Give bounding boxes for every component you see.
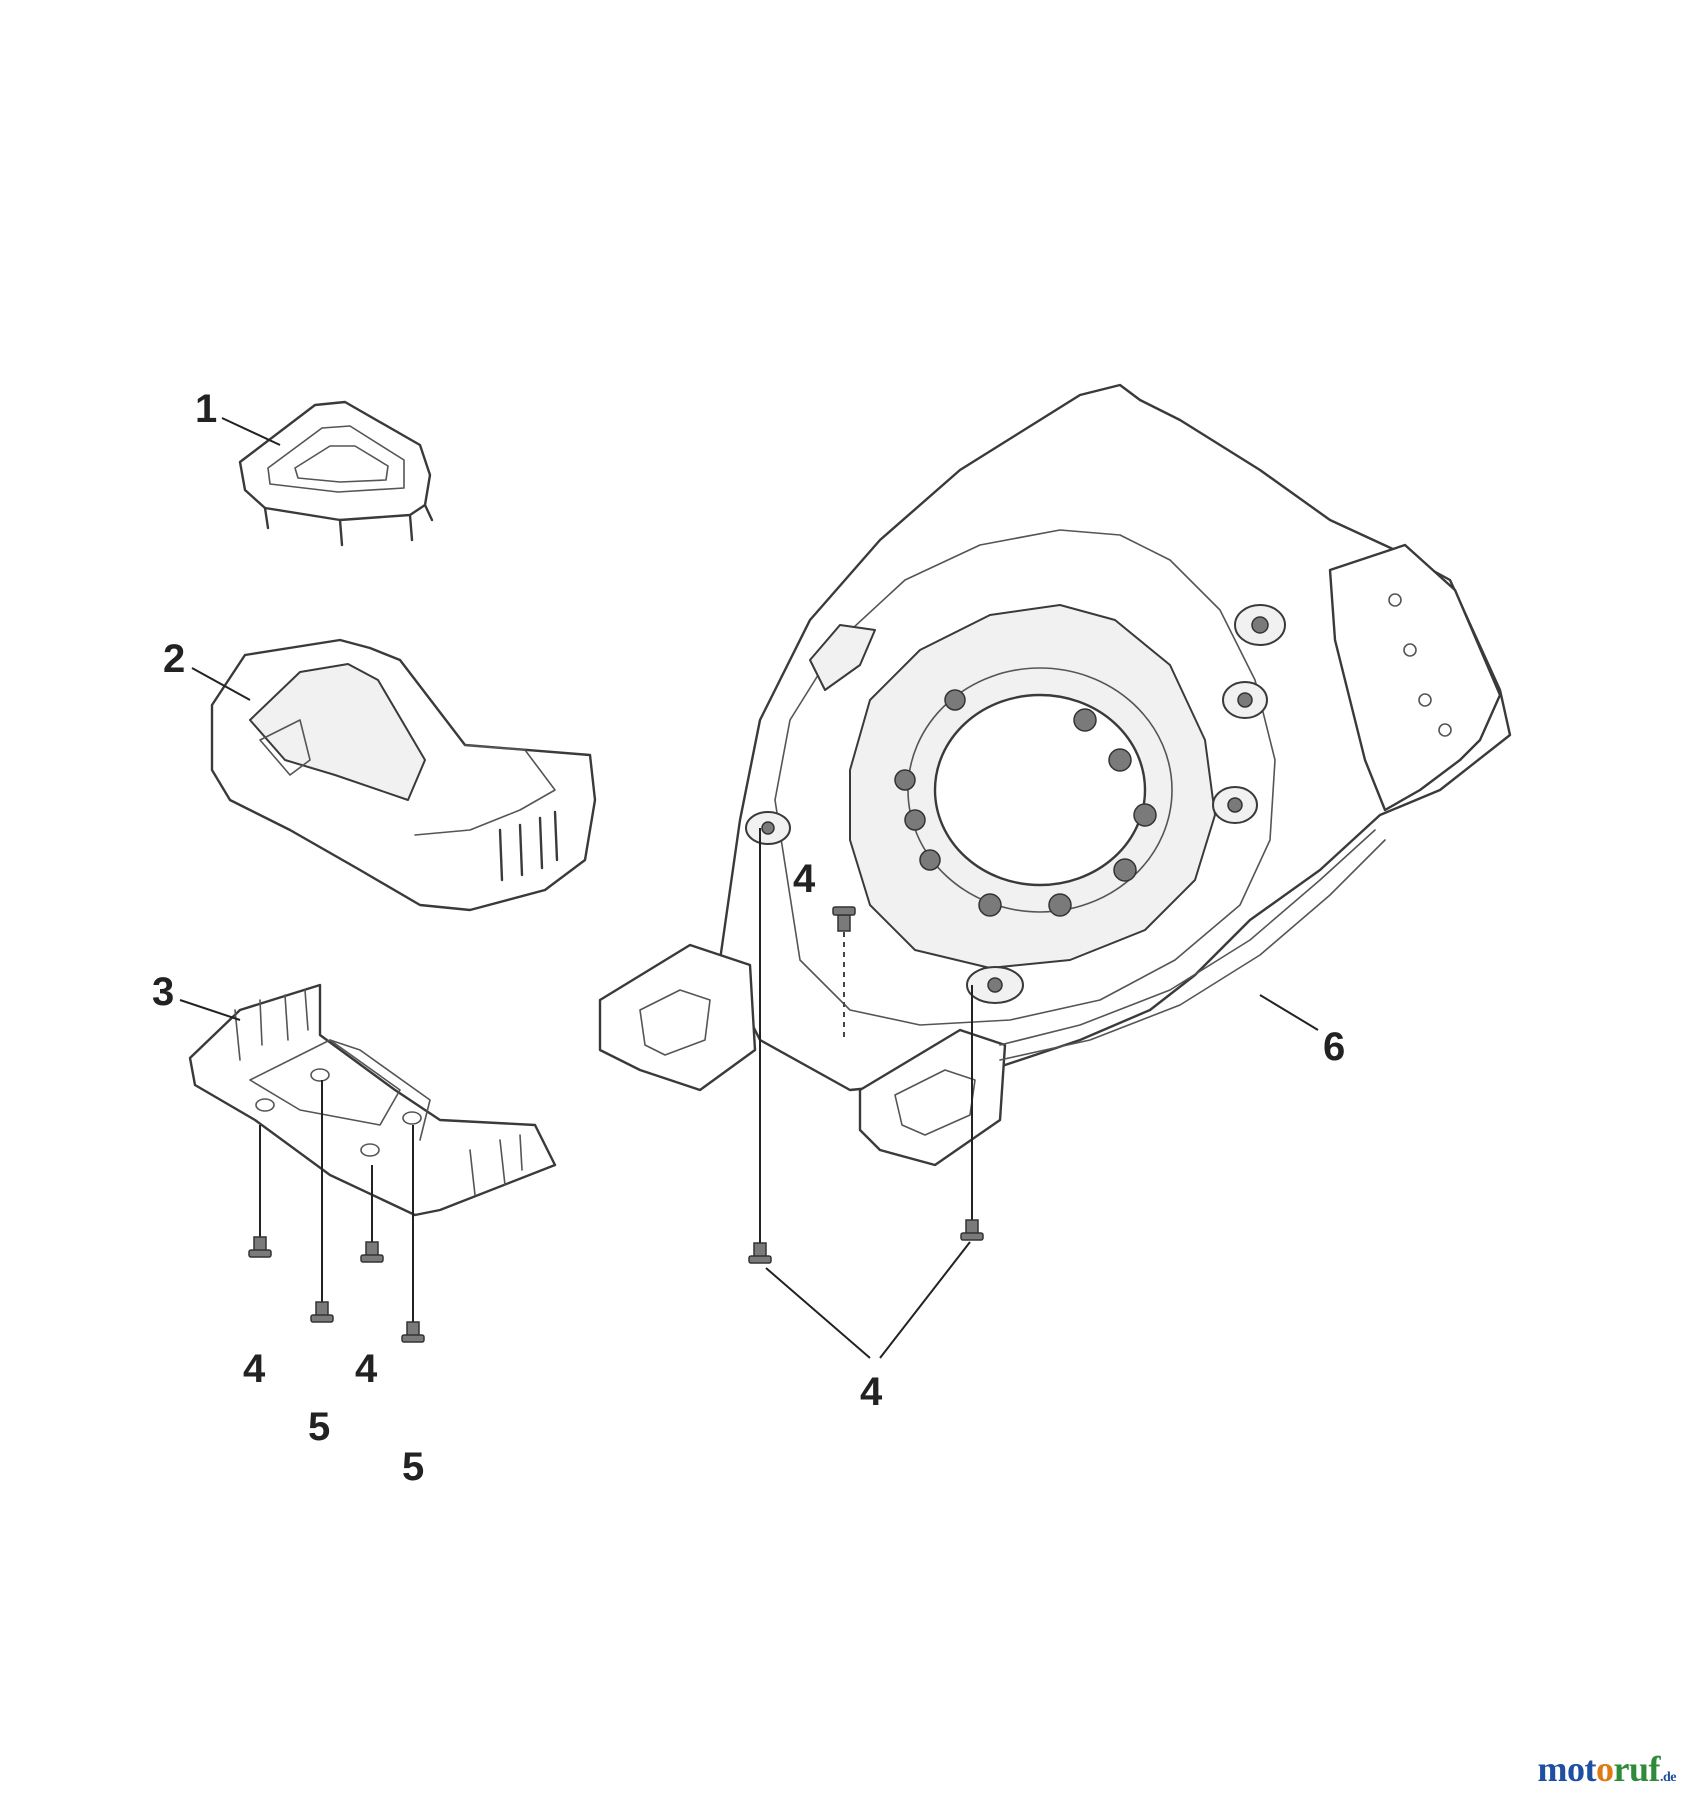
part-6-mower-deck [598,383,1512,1167]
screw-4-middle [360,1165,384,1263]
callout-4-left: 4 [243,1347,266,1391]
watermark-tld: .de [1660,1770,1677,1785]
watermark-part-1: mot [1537,1749,1597,1789]
watermark-logo: motoruf.de [1537,1748,1677,1790]
callout-4-deck-bottom: 4 [860,1370,883,1414]
callout-3: 3 [152,970,174,1014]
watermark-part-2: o [1596,1749,1614,1789]
callout-6: 6 [1323,1025,1345,1069]
part-2-front-cover [210,638,597,912]
callout-1: 1 [195,387,217,431]
fasteners [248,828,984,1343]
screw-4-deck-left [748,828,772,1264]
leader-lines [179,417,1319,1359]
screw-4-left [248,1125,272,1258]
callout-2: 2 [163,637,185,681]
screw-5-right [401,1125,425,1343]
part-3-base-plate [188,983,557,1217]
part-1-handle-cap [238,400,434,547]
callout-4-deck-top: 4 [793,857,816,901]
watermark-part-3: ruf [1613,1749,1661,1789]
screw-5-left [310,1080,334,1323]
callout-5-left: 5 [308,1405,330,1449]
callout-5-right: 5 [402,1445,424,1489]
screw-4-deck-top [832,906,856,1040]
callout-4-middle: 4 [355,1347,378,1391]
screw-4-deck-right [960,985,984,1241]
